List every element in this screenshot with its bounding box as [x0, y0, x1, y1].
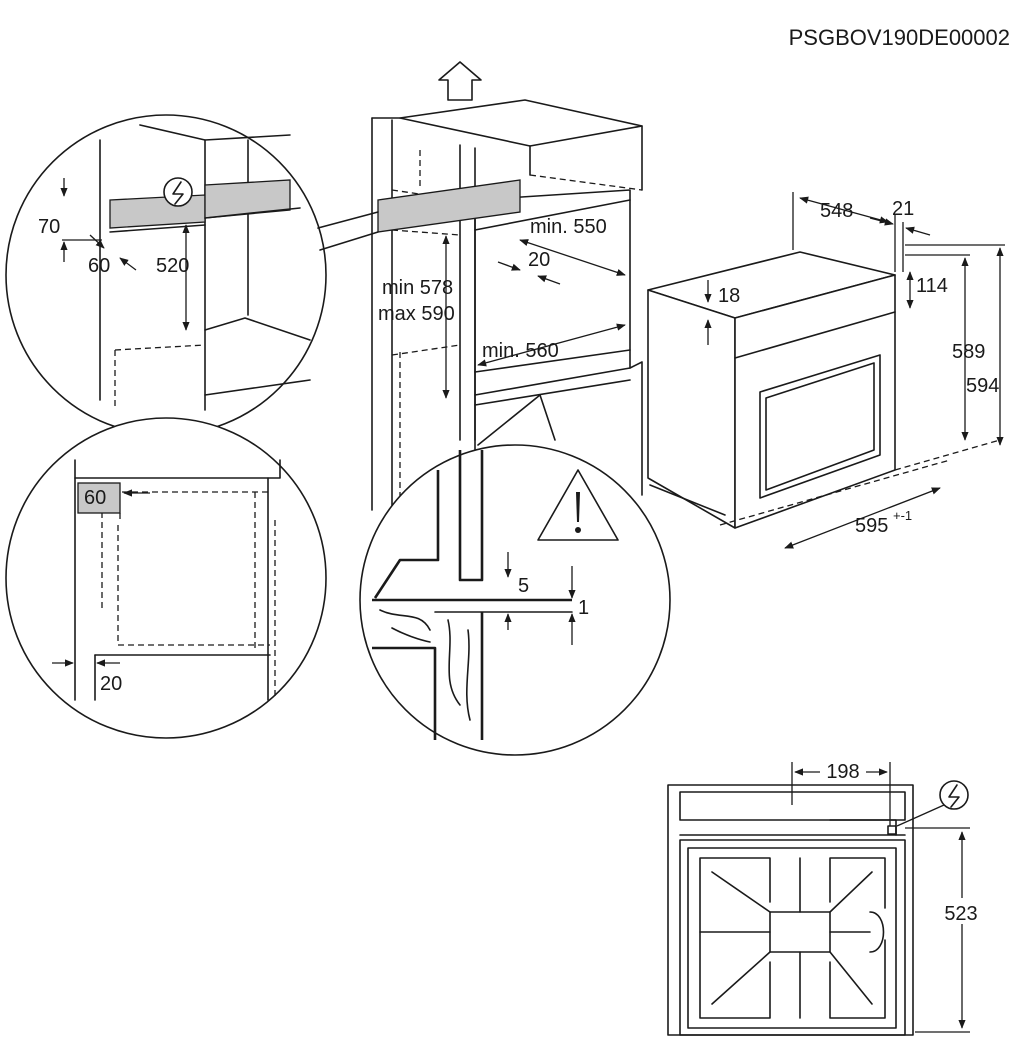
oven-top-view: 198 523 [667, 760, 986, 1036]
top-view-523: 523 [944, 903, 977, 925]
top-detail-520: 520 [156, 255, 189, 277]
niche-width-top: min. 550 [530, 216, 607, 238]
top-detail-70: 70 [38, 216, 60, 238]
oven-width-tolerance: +-1 [893, 508, 912, 523]
cabinet-niche: min 578 max 590 min. 550 20 min. 560 [371, 61, 643, 511]
oven-door: 21 [892, 198, 914, 220]
oven-3d-view: 548 21 18 114 589 594 595 +-1 [647, 192, 1005, 549]
oven-114: 114 [916, 275, 948, 297]
floor-detail-5: 5 [518, 575, 529, 597]
floor-detail-1: 1 [578, 597, 589, 619]
electric-plug-icon [163, 177, 193, 207]
oven-depth: 548 [820, 200, 853, 222]
electric-plug-icon-top-view [896, 780, 969, 827]
arrow-up-icon [438, 61, 482, 101]
oven-height-594: 594 [966, 375, 999, 397]
niche-depth-gap: 20 [528, 249, 550, 271]
top-view-198: 198 [826, 761, 859, 783]
detail-circle-floor: 5 1 [359, 394, 671, 756]
niche-height-min: min 578 [382, 277, 453, 299]
diagram-code: PSGBOV190DE00002 [789, 25, 1010, 50]
detail-circle-top: 70 60 520 [5, 114, 379, 436]
top-detail-60: 60 [88, 255, 110, 277]
oven-width: 595 [855, 515, 888, 537]
detail-circle-left: 60 20 [5, 417, 327, 739]
left-detail-60: 60 [84, 487, 106, 509]
niche-depth-bottom: min. 560 [482, 340, 559, 362]
oven-height-589: 589 [952, 341, 985, 363]
warning-triangle-icon [537, 469, 619, 541]
left-detail-20: 20 [100, 673, 122, 695]
oven-18: 18 [718, 285, 740, 307]
niche-height-max: max 590 [378, 303, 455, 325]
